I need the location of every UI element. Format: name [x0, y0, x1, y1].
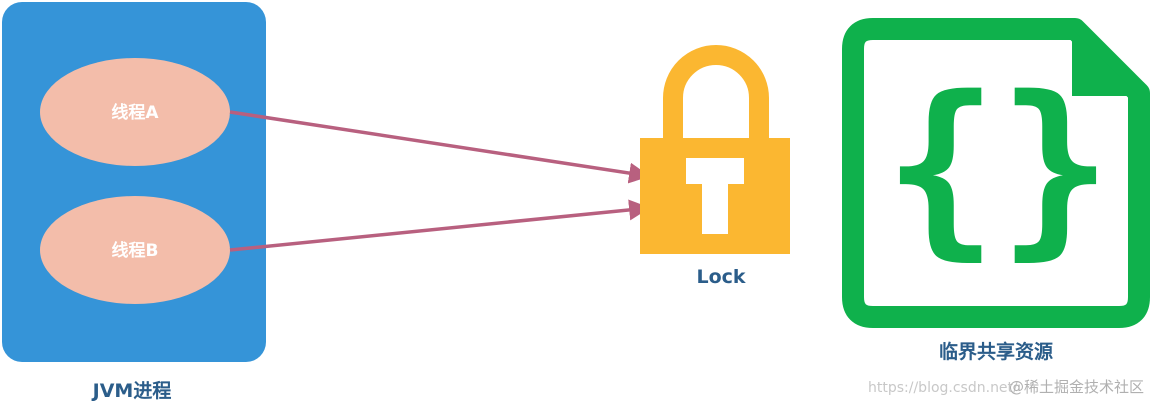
jvm-process-box	[2, 2, 266, 362]
file-fold-corner	[1072, 29, 1139, 96]
arrow-thread-b-to-lock	[229, 199, 651, 252]
thread-a-ellipse	[40, 58, 230, 166]
code-braces-icon: {}	[884, 56, 1113, 277]
thread-b-ellipse	[40, 196, 230, 304]
jvm-process-label: JVM进程	[91, 380, 172, 402]
thread-b-label: 线程B	[112, 240, 159, 261]
lock-keyhole	[686, 158, 744, 234]
lock-label: Lock	[696, 266, 745, 288]
watermark-brand: @稀土掘金技术社区	[1009, 378, 1144, 396]
file-outline	[842, 18, 1150, 328]
lock-icon	[640, 45, 790, 254]
thread-a: 线程A	[40, 58, 230, 166]
lock-shackle	[663, 45, 769, 140]
file-icon: {}	[842, 18, 1150, 328]
jvm-process: 线程A 线程B	[2, 2, 266, 362]
watermark-url: https://blog.csdn.net/	[868, 380, 1018, 396]
thread-a-label: 线程A	[111, 102, 159, 123]
thread-b: 线程B	[40, 196, 230, 304]
arrow-thread-a-to-lock	[229, 110, 651, 184]
resource-label: 临界共享资源	[939, 340, 1053, 363]
